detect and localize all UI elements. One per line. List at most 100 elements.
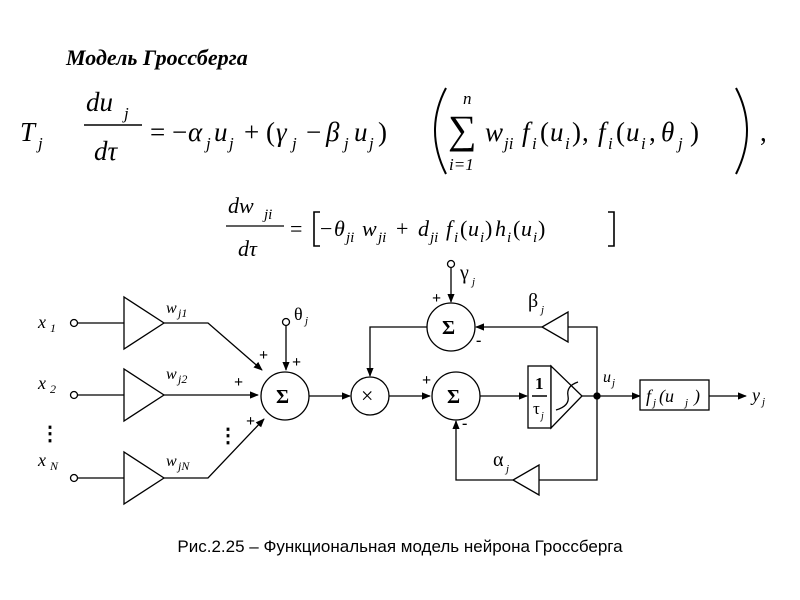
sum3-minus: -	[462, 415, 467, 432]
eq1-f2: f	[598, 117, 609, 147]
eq1-theta-sub: j	[676, 134, 683, 153]
eq2-d: d	[418, 216, 430, 241]
input-label-n: x	[37, 450, 46, 470]
eq2-f-sub: i	[454, 230, 458, 246]
y-label: y	[750, 385, 760, 405]
weights-ellipsis: ⋮	[218, 425, 238, 447]
eq1-paren-close: )	[378, 117, 387, 147]
eq1-theta: θ	[661, 117, 674, 147]
weight-label-2: w	[166, 366, 177, 383]
eq1-beta-sub: j	[342, 134, 349, 153]
eq2-bracket-right	[608, 211, 615, 247]
eq1-comma2: ,	[649, 117, 656, 147]
eq1-f1: f	[522, 117, 533, 147]
eq1-u1: u	[214, 117, 228, 147]
f-block-f-sub: j	[651, 397, 656, 409]
eq1-f2-sub: i	[608, 134, 613, 153]
theta-node	[281, 317, 291, 327]
integrator-den: τ	[533, 399, 540, 418]
theta-label-sub: j	[303, 315, 308, 327]
eq1-w-sub: ji	[502, 134, 514, 153]
integrator-num: 1	[535, 374, 544, 393]
gamma-label: γ	[459, 262, 469, 284]
slide-title: Модель Гроссберга	[66, 45, 248, 70]
sum2-minus: -	[476, 332, 481, 349]
sum1-plus-top-right: +	[292, 354, 301, 371]
eq2-h: h	[495, 216, 506, 241]
inputs-ellipsis: ⋮	[40, 423, 60, 445]
eq1-paren-open: (	[266, 117, 275, 147]
input-node-n	[69, 473, 79, 483]
figure-caption: Рис.2.25 – Функциональная модель нейрона…	[177, 537, 623, 556]
integrator-triangle	[550, 364, 583, 430]
input-node-1	[69, 318, 79, 328]
equation-1: T j du j dτ = − α j u j + ( γ j − β j u …	[20, 87, 767, 175]
f-block	[639, 379, 710, 411]
sum1-plus-top-left: +	[259, 347, 268, 364]
eq1-f1-close: )	[572, 117, 581, 147]
theta-label: θ	[294, 304, 303, 324]
eq2-h-u-sub: i	[533, 230, 537, 246]
eq1-minus2: −	[306, 117, 321, 147]
eq2-h-sub: i	[507, 230, 511, 246]
eq2-theta: θ	[334, 216, 345, 241]
eq1-gamma-sub: j	[290, 134, 297, 153]
integrator-den-sub: j	[539, 411, 544, 422]
beta-label: β	[528, 290, 538, 312]
eq2-w: w	[362, 216, 377, 241]
eq1-beta: β	[325, 117, 340, 147]
eq1-comma1: ,	[582, 117, 589, 147]
eq2-h-open: (	[513, 216, 520, 241]
input-label-n-sub: N	[49, 459, 59, 473]
f-block-arg: (u	[659, 386, 674, 407]
beta-amp	[540, 310, 569, 344]
eq2-den: dτ	[238, 236, 258, 261]
eq1-num-sub: j	[122, 104, 129, 123]
alpha-to-sum3-line	[452, 420, 513, 481]
sum1-symbol: Σ	[276, 386, 289, 408]
eq2-bracket-left	[313, 211, 320, 247]
sum1-plus-bottom-left: +	[246, 413, 255, 430]
alpha-amp	[511, 463, 540, 497]
sum2-to-mult-line	[366, 326, 427, 377]
weight-label-1-sub: j1	[176, 306, 187, 320]
eq1-big-paren-left	[434, 87, 447, 175]
eq1-big-paren-right	[735, 87, 748, 175]
eq1-f1-sub: i	[532, 134, 537, 153]
eq2-f-u: u	[468, 216, 479, 241]
eq1-alpha: α	[188, 117, 203, 147]
eq1-den: dτ	[94, 136, 119, 166]
beta-feedback-right	[568, 326, 598, 396]
eq1-sum-bottom: i=1	[449, 155, 474, 174]
eq2-f-u-sub: i	[480, 230, 484, 246]
weight-label-n: w	[166, 453, 177, 470]
alpha-feedback-right	[539, 396, 598, 481]
u-label-sub: j	[610, 377, 615, 389]
eq1-w: w	[485, 117, 503, 147]
weight-label-1: w	[166, 300, 177, 317]
eq1-minus: −	[172, 117, 187, 147]
eq2-equals: =	[290, 216, 302, 241]
weight-amp-1	[123, 295, 166, 351]
f-block-f: f	[646, 386, 654, 406]
diagram-labels: x 1 x 2 x N ⋮ ⋮ w j1 w j2 w jN θ j Σ + +…	[37, 262, 765, 475]
eq1-sum-top: n	[463, 89, 472, 108]
eq1-gamma: γ	[276, 117, 288, 147]
weight-line-n	[164, 418, 265, 479]
sum3-symbol: Σ	[447, 386, 460, 408]
sum3-plus: +	[422, 372, 431, 389]
eq2-f: f	[446, 216, 455, 241]
eq2-w-sub: ji	[376, 230, 386, 246]
eq1-plus: +	[244, 117, 259, 147]
input-label-1: x	[37, 312, 46, 332]
input-node-2	[69, 390, 79, 400]
weight-label-n-sub: jN	[176, 459, 190, 473]
sigmoid-curve	[555, 381, 579, 411]
weight-label-2-sub: j2	[176, 372, 187, 386]
eq1-f1-u: u	[550, 117, 564, 147]
weight-amp-n	[123, 450, 166, 506]
sum2-symbol: Σ	[442, 317, 455, 339]
eq1-alpha-sub: j	[204, 134, 211, 153]
input-label-2-sub: 2	[50, 382, 56, 396]
